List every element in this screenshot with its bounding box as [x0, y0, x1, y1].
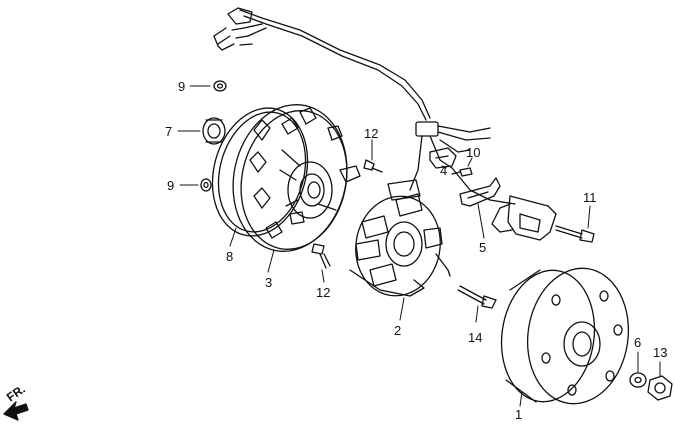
wiring-harness — [213, 7, 516, 205]
callout-5: 5 — [479, 240, 487, 255]
nut-part — [647, 375, 673, 401]
washer-part — [629, 372, 647, 388]
bolt-part-11 — [555, 225, 595, 243]
callout-12-lower: 12 — [316, 285, 331, 300]
bolt-part-14 — [457, 285, 497, 309]
screw-part-10 — [451, 167, 473, 177]
callout-9-top: 9 — [178, 79, 186, 94]
dowel-pin-lower — [200, 178, 212, 192]
screw-part-12-top — [363, 159, 383, 173]
crankcase-cover-part — [232, 104, 361, 252]
callout-11: 11 — [583, 190, 597, 205]
stator-part — [349, 179, 451, 297]
oil-seal-part — [202, 117, 226, 145]
callout-1: 1 — [515, 407, 523, 422]
callout-10: 10 — [466, 145, 481, 160]
front-direction-arrow-icon — [3, 401, 29, 421]
callout-12-top: 12 — [364, 126, 379, 141]
clamp-part — [459, 177, 501, 207]
leader-lines — [177, 85, 661, 407]
flywheel-part — [500, 267, 630, 405]
callout-7: 7 — [165, 124, 173, 139]
pulser-bracket — [491, 195, 557, 241]
screw-part-12-lower — [311, 243, 331, 269]
callout-2: 2 — [394, 323, 402, 338]
callout-9-lower: 9 — [167, 178, 175, 193]
callout-8: 8 — [226, 249, 234, 264]
dowel-pin-top — [213, 80, 227, 92]
callout-6: 6 — [634, 335, 642, 350]
callout-13: 13 — [653, 345, 668, 360]
callout-14: 14 — [468, 330, 483, 345]
callout-3: 3 — [265, 275, 273, 290]
callout-4: 4 — [440, 163, 448, 178]
connector-part — [429, 147, 457, 169]
